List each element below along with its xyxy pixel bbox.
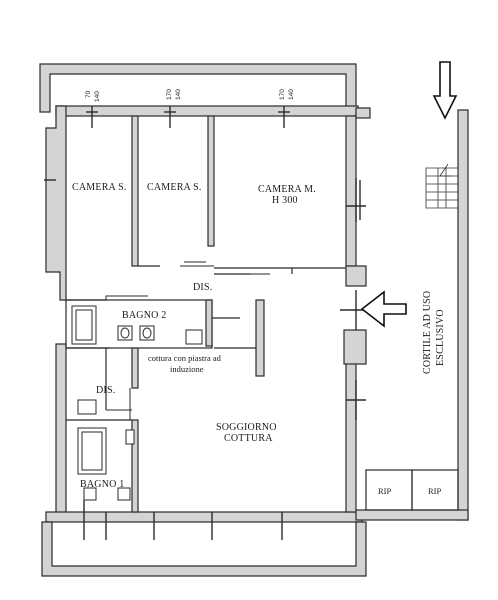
label-camera-s-1: CAMERA S. <box>72 182 127 193</box>
dim-window-3-bottom: 140 <box>288 89 295 100</box>
dim-window-1-bottom: 140 <box>94 91 101 102</box>
fixtures <box>71 305 203 501</box>
dim-window-2-top: 170 <box>166 89 173 100</box>
doors <box>105 261 270 420</box>
window-dimensions: 70 140 170 140 170 140 <box>85 89 295 102</box>
dim-window-3-top: 170 <box>279 89 286 100</box>
label-camera-m-height: H 300 <box>272 195 298 206</box>
arrow-down-icon <box>432 61 458 120</box>
label-dis-lower: DIS. <box>96 385 115 396</box>
room-labels: CAMERA S. CAMERA S. CAMERA M. H 300 DIS.… <box>72 182 446 496</box>
label-dis-upper: DIS. <box>193 282 212 293</box>
label-cottura-piastra: cottura con piastra ad <box>148 353 222 363</box>
label-rip-1: RIP <box>378 486 392 496</box>
label-camera-m: CAMERA M. <box>258 184 316 195</box>
label-cottura: COTTURA <box>224 433 273 444</box>
label-rip-2: RIP <box>428 486 442 496</box>
label-cortile-line2: ESCLUSIVO <box>435 309 446 366</box>
label-bagno-1: BAGNO 1 <box>80 479 124 490</box>
label-cottura-induzione: induzione <box>170 364 204 374</box>
interior-walls <box>65 115 459 513</box>
label-soggiorno: SOGGIORNO <box>216 422 277 433</box>
arrow-left-icon <box>360 290 407 328</box>
exterior-walls <box>39 63 469 577</box>
dim-window-2-bottom: 140 <box>175 89 182 100</box>
stairs <box>425 163 459 209</box>
label-cortile-line1: CORTILE AD USO <box>422 291 433 374</box>
label-camera-s-2: CAMERA S. <box>147 182 202 193</box>
label-bagno-2: BAGNO 2 <box>122 310 166 321</box>
dim-window-1-top: 70 <box>85 90 92 98</box>
